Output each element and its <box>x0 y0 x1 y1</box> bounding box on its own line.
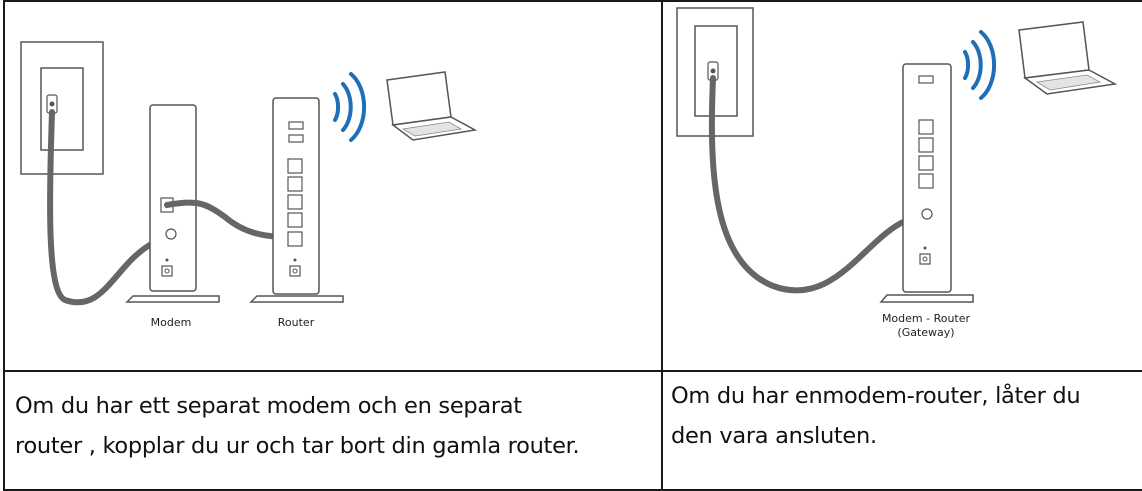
wifi-waves-icon <box>333 72 367 142</box>
illustration-row: Modem Router <box>3 0 1142 372</box>
modem-router-gateway-cell: Modem - Router (Gateway) <box>661 0 1142 372</box>
power-icon <box>289 258 301 277</box>
left-caption-cell: Om du har ett separat modem och en separ… <box>3 370 663 491</box>
right-caption-line2: den vara ansluten. <box>671 423 877 449</box>
power-icon <box>161 258 173 277</box>
caption-row: Om du har ett separat modem och en separ… <box>3 370 1142 491</box>
router-device <box>249 97 344 303</box>
modem-label: Modem <box>151 316 192 329</box>
left-caption-line2: router , kopplar du ur och tar bort din … <box>15 433 580 459</box>
separate-modem-router-cell: Modem Router <box>3 0 663 372</box>
separate-setup-illustration: Modem Router <box>20 41 478 329</box>
router-label: Router <box>278 316 315 329</box>
gateway-setup-illustration: Modem - Router (Gateway) <box>676 7 1118 339</box>
modem-device <box>125 104 220 303</box>
diagram-table: Modem Router <box>3 0 1142 491</box>
right-caption-cell: Om du har enmodem-router, låter du den v… <box>661 370 1142 491</box>
wall-outlet-icon <box>20 41 104 175</box>
power-icon <box>919 246 931 265</box>
left-caption: Om du har ett separat modem och en separ… <box>5 372 661 466</box>
laptop-icon <box>1018 21 1118 95</box>
modem-router-device <box>879 63 974 303</box>
gateway-label-line1: Modem - Router <box>882 312 971 325</box>
laptop-icon <box>386 71 478 141</box>
left-caption-line1: Om du har ett separat modem och en separ… <box>15 393 522 419</box>
gateway-label-line2: (Gateway) <box>897 326 954 339</box>
right-caption-line1: Om du har enmodem-router, låter du <box>671 383 1081 409</box>
right-caption: Om du har enmodem-router, låter du den v… <box>663 372 1142 456</box>
wifi-waves-icon <box>963 30 997 100</box>
